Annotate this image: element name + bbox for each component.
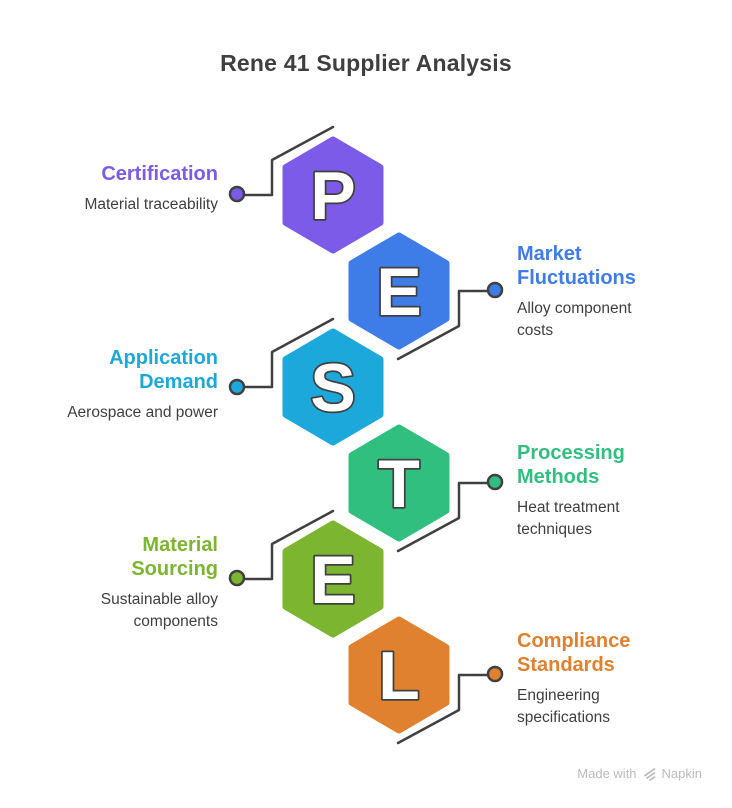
label-description: Material traceability [84, 196, 218, 213]
hexagons [282, 136, 450, 734]
napkin-logo-icon [643, 768, 655, 781]
label-description: Sustainable alloy components [100, 591, 218, 630]
watermark: Made with Napkin [577, 766, 702, 781]
connector-line-certification [235, 125, 335, 197]
hexagon-letter-p: P [310, 158, 355, 234]
connector-dot-application-demand [228, 378, 246, 396]
label-title: Material Sourcing [131, 534, 218, 580]
connector-dot-processing-methods [486, 473, 504, 491]
label-description: Engineering specifications [517, 687, 611, 726]
label-title: Processing Methods [517, 442, 625, 488]
hexagon-s [282, 328, 384, 446]
connector-dot-compliance-standards [486, 665, 504, 683]
hexagon-letter-t: T [378, 446, 420, 522]
label-market-fluctuations: Market Fluctuations Alloy component cost… [517, 242, 697, 342]
connector-dot-certification [228, 185, 246, 203]
watermark-brand: Napkin [661, 766, 702, 781]
label-application-demand: Application Demand Aerospace and power [38, 346, 218, 424]
label-description: Heat treatment techniques [517, 499, 620, 538]
label-material-sourcing: Material Sourcing Sustainable alloy comp… [38, 533, 218, 633]
hexagon-letter-s: S [310, 350, 355, 426]
connector-dots [228, 185, 504, 683]
label-compliance-standards: Compliance Standards Engineering specifi… [517, 629, 697, 729]
connector-line-application-demand [235, 317, 335, 389]
hexagon-l [348, 616, 450, 734]
hexagon-letter-e1: E [376, 254, 421, 330]
connector-dot-material-sourcing [228, 569, 246, 587]
watermark-text: Made with [577, 766, 637, 781]
label-title: Compliance Standards [517, 630, 631, 676]
hexagon-t [348, 424, 450, 542]
connector-dot-market-fluctuations [486, 281, 504, 299]
label-title: Market Fluctuations [517, 243, 636, 289]
label-description: Aerospace and power [67, 404, 218, 421]
connector-line-processing-methods [396, 481, 497, 553]
connector-lines [235, 125, 497, 745]
hexagon-e1 [348, 232, 450, 350]
hexagon-p [282, 136, 384, 254]
connector-line-compliance-standards [396, 673, 497, 745]
label-certification: Certification Material traceability [38, 162, 218, 216]
page-title: Rene 41 Supplier Analysis [220, 50, 512, 76]
hexagon-letters: P E S T E L [309, 156, 424, 716]
hexagon-e2 [282, 520, 384, 638]
label-description: Alloy component costs [517, 300, 632, 339]
hexagon-letter-l: L [378, 638, 420, 714]
hexagon-letter-e2: E [310, 542, 355, 618]
connector-line-material-sourcing [235, 509, 335, 581]
label-title: Certification [101, 163, 218, 185]
label-title: Application Demand [109, 347, 218, 393]
label-processing-methods: Processing Methods Heat treatment techni… [517, 441, 697, 541]
connector-line-market-fluctuations [396, 289, 497, 361]
